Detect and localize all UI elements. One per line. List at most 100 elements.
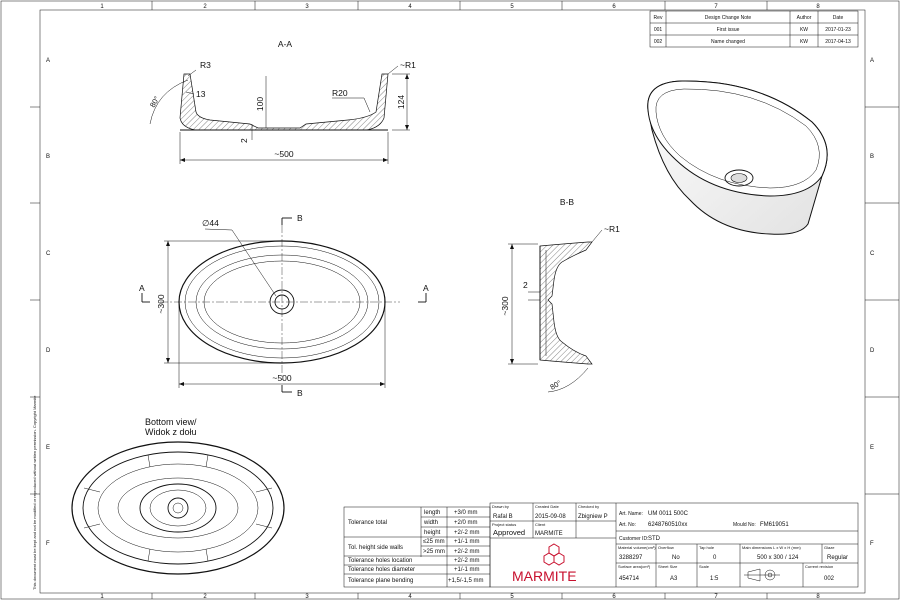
rev-cell: First issue xyxy=(717,27,740,33)
grid-ticks xyxy=(30,1,899,599)
row-label: F xyxy=(46,541,50,547)
rev-cell: Name changed xyxy=(711,39,745,45)
checked-value: Zbigniew P xyxy=(578,514,608,520)
tol-length-val: +3/0 mm xyxy=(454,510,478,516)
overflow-label: Overflow xyxy=(658,545,674,550)
tolerance-table: Tolerance total length +3/0 mm width +2/… xyxy=(343,506,491,588)
revision-label: Current revision xyxy=(805,564,833,569)
col-label: 3 xyxy=(305,4,309,10)
tol-height-val: +2/-2 mm xyxy=(454,530,480,536)
art-name-value: UM 0011 500C xyxy=(648,511,689,517)
cut-marker-b-top: B xyxy=(297,213,303,223)
dim-bb-height: ~300 xyxy=(500,296,510,315)
status-label: Project status xyxy=(492,522,516,527)
tol-walls-a-val: +1/-1 mm xyxy=(454,539,480,545)
main-dim-label: Main dimensions L x W x H (mm) xyxy=(742,545,801,550)
label-aa-2: 2 xyxy=(239,138,249,143)
section-b-b: B-B ~R1 2 ~300 80° xyxy=(500,197,620,393)
dim-top-width: ~500 xyxy=(272,373,291,383)
label-bb-r1: ~R1 xyxy=(604,224,620,234)
dim-aa-124: 124 xyxy=(396,95,406,109)
row-label: D xyxy=(870,348,875,354)
inner-frame xyxy=(39,9,866,594)
column-labels-bottom: 1 2 3 4 5 6 7 8 xyxy=(100,594,820,600)
copyright-side-note: This document must be kept and not be mo… xyxy=(32,395,37,590)
label-aa-angle: 80° xyxy=(148,95,161,109)
surface-label: Surface area(cm²) xyxy=(618,564,651,569)
tol-plane-label: Tolerance plane bending xyxy=(348,578,413,584)
label-bb-2: 2 xyxy=(523,280,528,290)
drawn-by-value: Rafal B xyxy=(493,514,513,520)
rev-header: Rev xyxy=(654,15,663,21)
isometric-view xyxy=(647,80,828,235)
marmite-logo: MARMITE xyxy=(512,543,577,584)
tol-holes-loc-label: Tolerance holes location xyxy=(348,558,412,564)
art-name-label: Art. Name: xyxy=(619,511,643,517)
rev-header: Author xyxy=(797,15,812,21)
tol-holes-loc-val: +2/-2 mm xyxy=(454,558,480,564)
col-label: 4 xyxy=(408,594,412,600)
sheet-label: Sheet Size xyxy=(658,564,678,569)
glaze-label: Glaze xyxy=(824,545,835,550)
projection-symbol-icon xyxy=(744,568,780,582)
col-label: 3 xyxy=(305,594,309,600)
row-labels-left: A B C D E F xyxy=(46,58,51,547)
rev-cell: 002 xyxy=(654,39,663,45)
label-r3: R3 xyxy=(200,60,211,70)
col-label: 6 xyxy=(612,594,616,600)
tol-walls-a-label: ≤25 mm xyxy=(423,539,445,545)
bottom-view: Bottom view/ Widok z dołu xyxy=(71,417,285,575)
scale-label: Scale xyxy=(699,564,710,569)
tol-walls-label: Tol. height side walls xyxy=(348,545,403,551)
bottom-view-title-1: Bottom view/ xyxy=(145,417,197,427)
col-label: 6 xyxy=(612,4,616,10)
cut-marker-a-left: A xyxy=(139,283,145,293)
created-label: Created Date xyxy=(535,504,560,509)
checked-label: Checked by xyxy=(578,504,599,509)
customer-label: Customer ID: xyxy=(619,536,648,542)
rev-cell: KW xyxy=(800,39,808,45)
dim-aa-width: ~500 xyxy=(274,149,293,159)
drawn-by-label: Drawn by xyxy=(492,504,509,509)
row-label: B xyxy=(46,154,50,160)
svg-text:MARMITE: MARMITE xyxy=(512,568,577,584)
cut-marker-b-bottom: B xyxy=(297,388,303,398)
tol-walls-b-val: +2/-2 mm xyxy=(454,549,480,555)
row-label: E xyxy=(870,445,874,451)
row-label: A xyxy=(870,58,874,64)
surface-value: 454714 xyxy=(619,576,640,582)
label-aa-r1: ~R1 xyxy=(400,60,416,70)
revision-table: Rev Design Change Note Author Date 001 F… xyxy=(649,10,859,48)
section-b-b-title: B-B xyxy=(560,197,575,207)
glaze-value: Regular xyxy=(827,555,848,561)
tol-width-val: +2/0 mm xyxy=(454,520,478,526)
row-labels-right: A B C D E F xyxy=(870,58,875,547)
tol-plane-val: +1,5/-1,5 mm xyxy=(448,578,484,584)
col-label: 8 xyxy=(816,594,820,600)
col-label: 1 xyxy=(100,594,104,600)
column-labels-top: 1 2 3 4 5 6 7 8 xyxy=(100,4,820,10)
row-label: C xyxy=(46,251,51,257)
tol-width-label: width xyxy=(423,520,438,526)
label-13: 13 xyxy=(196,89,206,99)
mould-value: FM619051 xyxy=(760,522,789,528)
cut-marker-a-right: A xyxy=(423,283,429,293)
rev-cell: 2017-01-23 xyxy=(825,27,851,33)
scale-value: 1:5 xyxy=(710,576,719,582)
revision-value: 002 xyxy=(824,576,835,582)
row-label: E xyxy=(46,445,50,451)
main-dim-value: 500 x 300 / 124 xyxy=(757,555,799,561)
section-a-a-title: A-A xyxy=(278,39,293,49)
dim-aa-100: 100 xyxy=(255,97,265,111)
col-label: 7 xyxy=(714,4,718,10)
sheet-value: A3 xyxy=(670,576,678,582)
rev-header: Design Change Note xyxy=(705,15,752,21)
title-block: Drawn by Rafal B Created Date 2015-09-08… xyxy=(489,502,859,588)
customer-value: STD xyxy=(648,536,661,542)
overflow-value: No xyxy=(672,555,680,561)
row-label: D xyxy=(46,348,51,354)
section-a-a: A-A ~500 100 124 R3 ~R1 R20 13 80° 2 xyxy=(148,39,416,164)
col-label: 2 xyxy=(203,594,207,600)
